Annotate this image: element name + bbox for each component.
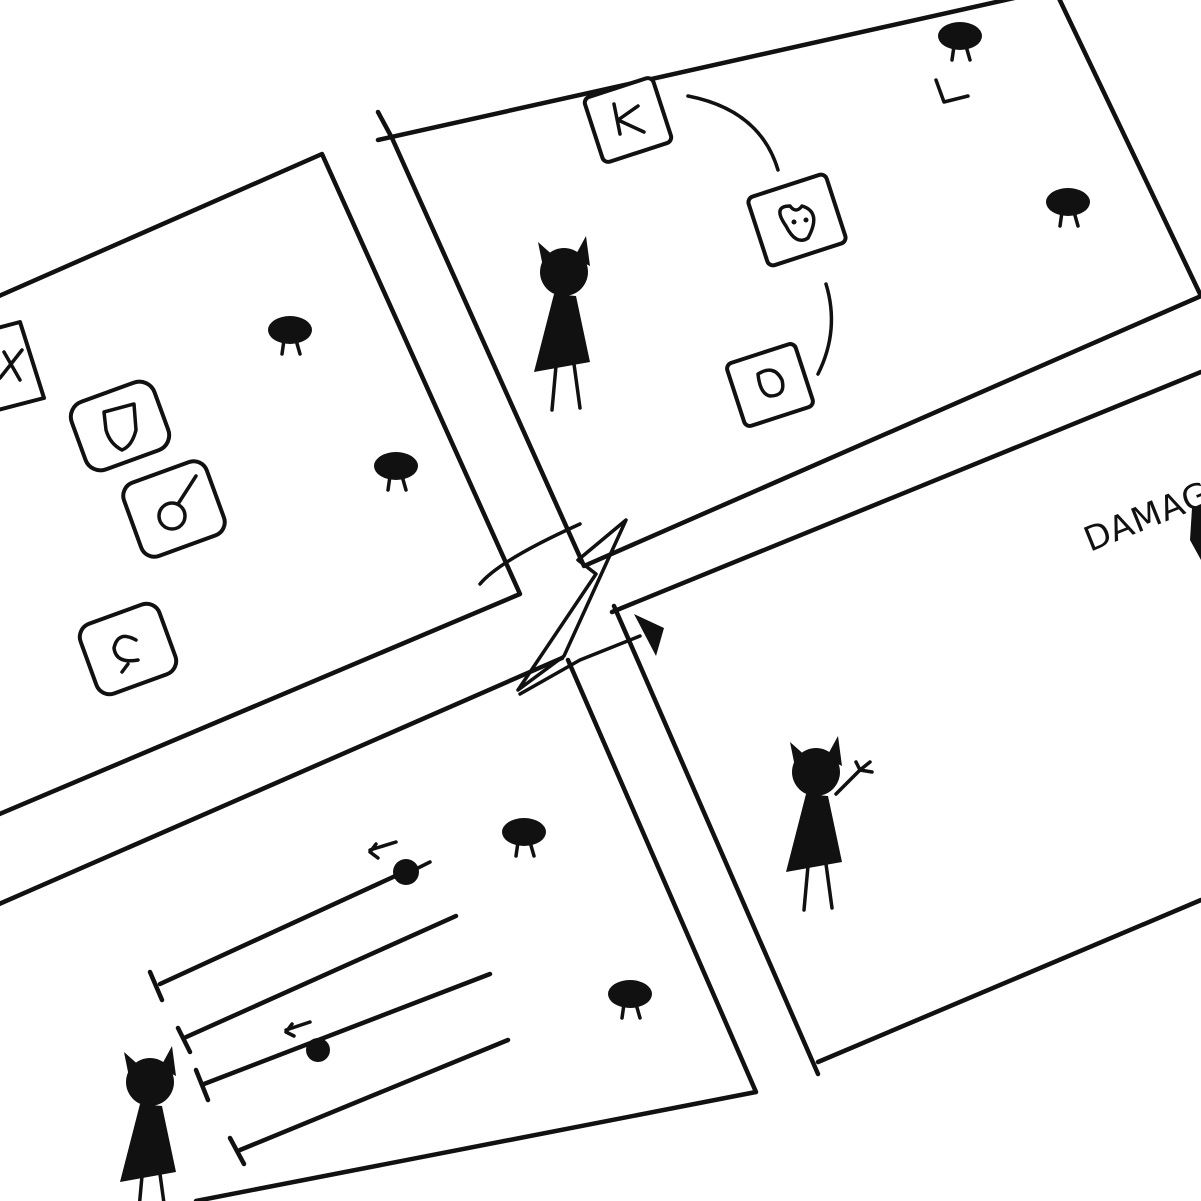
pan-skill-icon[interactable] bbox=[119, 457, 228, 560]
blob-enemy-icon[interactable] bbox=[266, 314, 314, 356]
panel-bottom-left bbox=[0, 655, 759, 1201]
shield-skill-icon[interactable] bbox=[66, 377, 173, 475]
blob-enemy-icon[interactable] bbox=[372, 450, 420, 492]
damage-label: DAMAGE bbox=[1078, 465, 1201, 560]
panel-top-left bbox=[0, 151, 523, 817]
heart-skill-icon[interactable] bbox=[746, 172, 848, 268]
timeline-slider-icon[interactable] bbox=[147, 840, 511, 1167]
blob-enemy-icon[interactable] bbox=[1044, 186, 1092, 228]
cat-girl-player-icon[interactable] bbox=[532, 234, 592, 412]
bean-skill-icon[interactable] bbox=[725, 342, 815, 428]
blob-enemy-icon[interactable] bbox=[500, 816, 548, 858]
k-skill-icon[interactable] bbox=[582, 76, 674, 164]
blob-enemy-icon[interactable] bbox=[936, 20, 984, 62]
x-skill-icon[interactable] bbox=[0, 320, 46, 412]
cat-girl-player-icon[interactable] bbox=[118, 1044, 178, 1201]
swirl-skill-icon[interactable] bbox=[76, 600, 180, 698]
panel-top-right bbox=[375, 0, 1201, 569]
transition-arrow-icon bbox=[478, 518, 664, 696]
blob-enemy-icon[interactable] bbox=[606, 978, 654, 1020]
cat-girl-player-icon[interactable] bbox=[784, 734, 844, 912]
